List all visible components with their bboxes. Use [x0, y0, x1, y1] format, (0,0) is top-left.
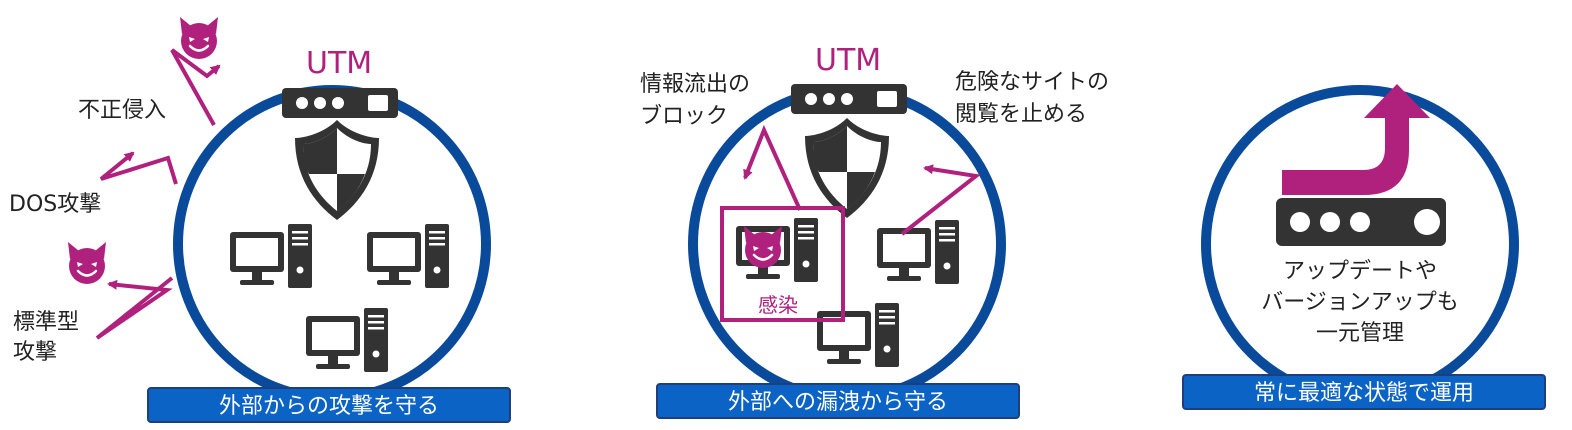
up-turn-arrow-icon	[1282, 84, 1430, 195]
computer-icon	[306, 308, 388, 372]
threat-label-intrusion: 不正侵入	[78, 98, 167, 123]
leak-block-arrow	[743, 124, 802, 211]
dos-attack-arrow	[99, 151, 178, 185]
update-label-line1: アップデートや	[1282, 259, 1437, 284]
threat-label-targeted-line1: 標準型	[13, 310, 80, 335]
infected-label: 感染	[758, 293, 798, 317]
threat-label-dos: DOS攻撃	[9, 192, 102, 217]
update-label-line3: 一元管理	[1315, 321, 1404, 346]
targeted-attack-arrow	[95, 276, 174, 340]
devil-icon	[178, 15, 220, 61]
shield-icon	[805, 118, 889, 218]
computer-icon	[230, 224, 312, 288]
computer-icon	[877, 220, 959, 284]
stop-label-line2: 閲覧を止める	[955, 102, 1088, 127]
panel-leak-prevention	[688, 84, 1006, 403]
utm-label: UTM	[306, 46, 373, 81]
update-label-line2: バージョンアップも	[1261, 290, 1459, 315]
computer-icon	[817, 303, 899, 367]
block-label-line1: 情報流出の	[640, 72, 751, 97]
utm-device-icon	[791, 84, 907, 114]
utm-device-icon	[282, 88, 398, 118]
threat-label-targeted-line2: 攻撃	[13, 340, 58, 365]
devil-icon	[66, 240, 108, 286]
banner-leak-prevention: 外部への漏洩から守る	[656, 383, 1020, 419]
shield-icon	[295, 120, 379, 220]
panel-optimal-operation	[1201, 84, 1519, 403]
utm-device-icon	[1276, 198, 1446, 246]
infected-zone	[720, 206, 845, 322]
intrusion-arrow	[170, 48, 221, 126]
panel-external-attack	[66, 15, 491, 403]
computer-icon	[367, 224, 449, 288]
utm-label: UTM	[815, 43, 882, 78]
banner-optimal-operation: 常に最適な状態で運用	[1182, 374, 1546, 410]
stop-label-line1: 危険なサイトの	[955, 70, 1110, 95]
devil-icon	[742, 224, 784, 270]
banner-external-attack: 外部からの攻撃を守る	[147, 387, 511, 423]
dangerous-site-arrow	[900, 164, 981, 236]
block-label-line2: ブロック	[640, 104, 729, 129]
